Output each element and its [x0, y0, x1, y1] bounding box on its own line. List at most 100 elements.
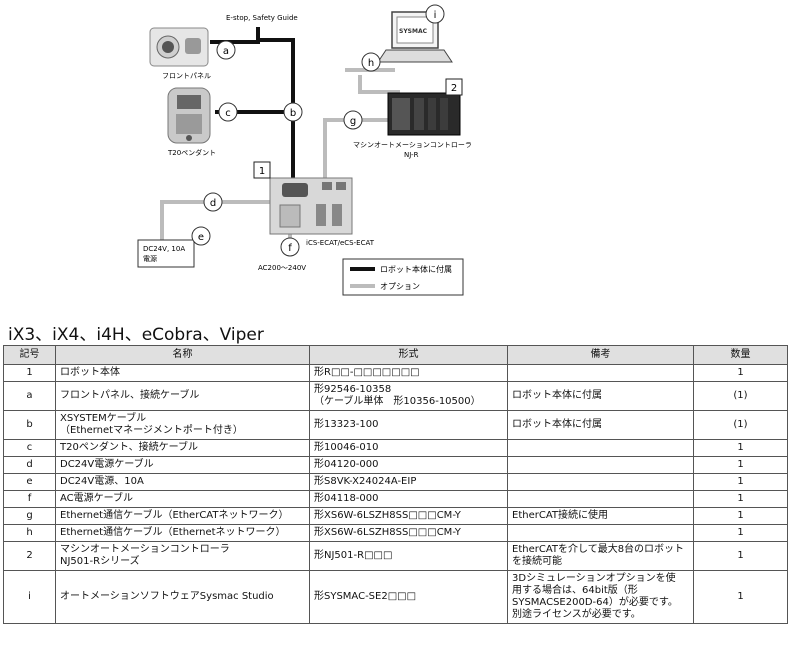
cell-name: T20ペンダント、接続ケーブル — [55, 439, 310, 457]
cell-name: マシンオートメーションコントローラ NJ501-Rシリーズ — [55, 541, 310, 571]
cell-note: EtherCAT接続に使用 — [507, 507, 694, 525]
cell-symbol: i — [3, 570, 56, 624]
cell-model: 形92546-10358 （ケーブル単体 形10356-10500） — [309, 381, 508, 411]
cell-name: フロントパネル、接続ケーブル — [55, 381, 310, 411]
cell-name: オートメーションソフトウェアSysmac Studio — [55, 570, 310, 624]
cell-name: Ethernet通信ケーブル（EtherCATネットワーク） — [55, 507, 310, 525]
svg-text:d: d — [210, 198, 216, 209]
cell-model: 形S8VK-X24024A-EIP — [309, 473, 508, 491]
header-model: 形式 — [309, 345, 508, 365]
cell-symbol: c — [3, 439, 56, 457]
box-marker-1: 1 — [253, 161, 271, 179]
cell-qty: 1 — [693, 507, 788, 525]
cell-note — [507, 524, 694, 542]
dc-label-2: 電源 — [143, 254, 157, 263]
ics-unit-image — [269, 177, 353, 235]
ics-label: iCS-ECAT/eCS-ECAT — [306, 239, 375, 247]
cell-symbol: b — [3, 410, 56, 440]
cell-symbol: a — [3, 381, 56, 411]
laptop-image: SYSMAC — [377, 11, 453, 63]
cell-name: Ethernet通信ケーブル（Ethernetネットワーク） — [55, 524, 310, 542]
ac-label: AC200～240V — [258, 264, 306, 272]
pendant-label: T20ペンダント — [167, 148, 216, 157]
marker-b: b — [283, 102, 303, 122]
section-heading: iX3、iX4、i4H、eCobra、Viper — [8, 325, 264, 345]
legend: ロボット本体に付属 オプション — [342, 258, 464, 296]
cell-symbol: f — [3, 490, 56, 508]
legend-option-label: オプション — [380, 282, 420, 291]
header-qty: 数量 — [693, 345, 788, 365]
cell-symbol: d — [3, 456, 56, 474]
dc-power-box — [137, 239, 195, 268]
svg-text:e: e — [198, 232, 204, 243]
cell-model: 形XS6W-6LSZH8SS□□□CM-Y — [309, 524, 508, 542]
svg-text:a: a — [223, 46, 229, 57]
svg-text:1: 1 — [259, 166, 265, 177]
cell-symbol: 1 — [3, 364, 56, 382]
cell-name: ロボット本体 — [55, 364, 310, 382]
cell-note — [507, 456, 694, 474]
cell-qty: 1 — [693, 364, 788, 382]
estop-label: E-stop, Safety Guide — [226, 14, 298, 22]
cell-note — [507, 439, 694, 457]
svg-text:2: 2 — [451, 83, 457, 94]
cell-qty: 1 — [693, 570, 788, 624]
cell-qty: 1 — [693, 490, 788, 508]
cell-qty: 1 — [693, 541, 788, 571]
cell-qty: 1 — [693, 524, 788, 542]
marker-d: d — [203, 192, 223, 212]
cell-note — [507, 364, 694, 382]
cell-qty: 1 — [693, 473, 788, 491]
controller-label: マシンオートメーションコントローラ — [353, 141, 472, 149]
front-panel-label: フロントパネル — [162, 72, 211, 80]
cell-qty: 1 — [693, 456, 788, 474]
controller-model-label: NJ-R — [404, 151, 419, 159]
header-symbol: 記号 — [3, 345, 56, 365]
cell-qty: (1) — [693, 410, 788, 440]
cell-note: ロボット本体に付属 — [507, 410, 694, 440]
cell-qty: 1 — [693, 439, 788, 457]
cell-name: DC24V電源ケーブル — [55, 456, 310, 474]
cell-note — [507, 490, 694, 508]
cell-model: 形10046-010 — [309, 439, 508, 457]
cell-name: AC電源ケーブル — [55, 490, 310, 508]
cell-name: DC24V電源、10A — [55, 473, 310, 491]
cell-symbol: h — [3, 524, 56, 542]
svg-text:f: f — [288, 243, 292, 254]
cell-note: EtherCATを介して最大8台のロボット を接続可能 — [507, 541, 694, 571]
svg-text:g: g — [350, 116, 356, 127]
svg-text:h: h — [368, 58, 374, 69]
svg-text:b: b — [290, 108, 296, 119]
cell-model: 形04120-000 — [309, 456, 508, 474]
marker-g: g — [343, 110, 363, 130]
pendant-image — [167, 87, 211, 144]
cell-model: 形XS6W-6LSZH8SS□□□CM-Y — [309, 507, 508, 525]
header-name: 名称 — [55, 345, 310, 365]
pc-screen-text: SYSMAC — [399, 28, 428, 35]
header-note: 備考 — [507, 345, 694, 365]
marker-c: c — [218, 102, 238, 122]
svg-text:i: i — [434, 10, 437, 21]
box-marker-2: 2 — [445, 78, 463, 96]
front-panel-image — [149, 27, 209, 67]
dc-label: DC24V, 10A — [143, 245, 185, 253]
cell-symbol: g — [3, 507, 56, 525]
svg-text:c: c — [225, 108, 231, 119]
cell-model: 形13323-100 — [309, 410, 508, 440]
marker-i: i — [425, 4, 445, 24]
table-header-row: 記号 名称 形式 備考 数量 — [3, 345, 788, 365]
cell-note: ロボット本体に付属 — [507, 381, 694, 411]
marker-h: h — [361, 52, 381, 72]
cell-symbol: 2 — [3, 541, 56, 571]
marker-e: e — [191, 226, 211, 246]
